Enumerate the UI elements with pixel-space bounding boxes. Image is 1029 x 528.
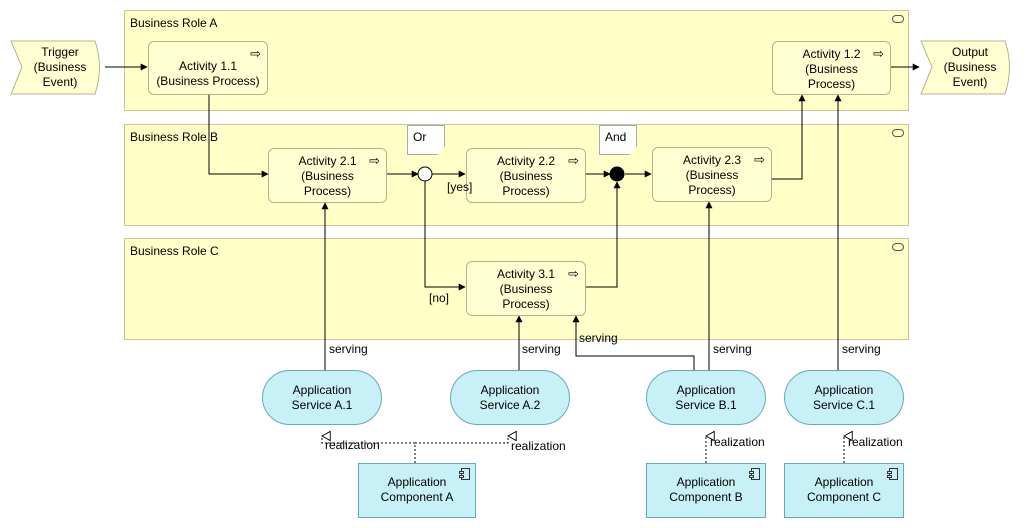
- realization-compa-to-a2: [415, 436, 508, 444]
- realization-compa-to-a1: [322, 436, 416, 463]
- output-event-shape: [920, 40, 1010, 95]
- serving-label: serving: [842, 342, 881, 356]
- application-component-a[interactable]: Application Component A: [358, 463, 476, 518]
- no-label: [no]: [429, 291, 450, 305]
- or-junction: [417, 166, 433, 182]
- process-arrow-icon: ⇨: [369, 153, 380, 168]
- and-junction: [609, 166, 625, 182]
- and-note[interactable]: And: [599, 125, 637, 155]
- role-cylinder-icon: [892, 15, 904, 23]
- realization-label: realization: [325, 438, 380, 452]
- flow-a11-to-a21: [208, 94, 269, 178]
- application-component-c[interactable]: Application Component C: [784, 463, 904, 518]
- component-label: Application Component A: [380, 475, 454, 504]
- component-label: Application Component C: [806, 475, 882, 504]
- application-service-c1[interactable]: Application Service C.1: [784, 370, 904, 425]
- activity-label: Activity 2.1 (Business Process): [298, 154, 357, 198]
- role-cylinder-icon: [892, 129, 904, 137]
- application-service-b1[interactable]: Application Service B.1: [646, 370, 766, 425]
- application-service-a1[interactable]: Application Service A.1: [262, 370, 382, 425]
- realization-label: realization: [511, 439, 566, 453]
- process-arrow-icon: ⇨: [568, 153, 579, 168]
- or-note[interactable]: Or: [407, 125, 445, 155]
- component-icon: [887, 468, 898, 480]
- activity-2-1[interactable]: Activity 2.1 (Business Process) ⇨: [268, 148, 387, 203]
- realization-label: realization: [848, 435, 903, 449]
- serving-label: serving: [579, 331, 618, 345]
- activity-label: Activity 2.3 (Business Process): [682, 153, 742, 197]
- process-arrow-icon: ⇨: [873, 46, 884, 61]
- trigger-event-shape: [10, 40, 100, 95]
- serving-label: serving: [522, 342, 561, 356]
- process-arrow-icon: ⇨: [568, 266, 579, 281]
- application-component-b[interactable]: Application Component B: [646, 463, 766, 518]
- lane-title: Business Role B: [130, 130, 219, 144]
- or-note-text: Or: [413, 130, 427, 144]
- activity-label: Activity 3.1 (Business Process): [496, 267, 556, 311]
- component-icon: [749, 468, 760, 480]
- activity-1-1[interactable]: Activity 1.1 (Business Process) ⇨: [148, 41, 268, 95]
- component-icon: [459, 468, 470, 480]
- flow-a31-to-and: [586, 181, 621, 288]
- lane-title: Business Role A: [130, 16, 218, 30]
- output-event[interactable]: Output (Business Event): [943, 45, 997, 89]
- activity-label: Activity 2.2 (Business Process): [496, 154, 556, 198]
- serving-label: serving: [329, 342, 368, 356]
- lane-title: Business Role C: [130, 244, 219, 258]
- flow-a23-to-a12: [772, 94, 806, 180]
- serving-b1-to-a31: [572, 315, 695, 370]
- realization-label: realization: [710, 435, 765, 449]
- activity-2-2[interactable]: Activity 2.2 (Business Process) ⇨: [466, 148, 586, 203]
- activity-2-3[interactable]: Activity 2.3 (Business Process) ⇨: [652, 147, 772, 202]
- trigger-event[interactable]: Trigger (Business Event): [33, 45, 87, 89]
- and-note-text: And: [605, 130, 627, 144]
- activity-3-1[interactable]: Activity 3.1 (Business Process) ⇨: [466, 261, 586, 316]
- serving-label: serving: [713, 342, 752, 356]
- flow-or-to-a31: [424, 181, 466, 291]
- yes-label: [yes]: [447, 180, 473, 194]
- role-cylinder-icon: [892, 243, 904, 251]
- process-arrow-icon: ⇨: [754, 152, 765, 167]
- activity-1-2[interactable]: Activity 1.2 (Business Process) ⇨: [772, 41, 891, 95]
- process-arrow-icon: ⇨: [250, 46, 261, 61]
- activity-label: Activity 1.1 (Business Process): [156, 59, 260, 88]
- component-label: Application Component B: [669, 475, 743, 504]
- application-service-a2[interactable]: Application Service A.2: [450, 370, 570, 425]
- activity-label: Activity 1.2 (Business Process): [802, 47, 861, 91]
